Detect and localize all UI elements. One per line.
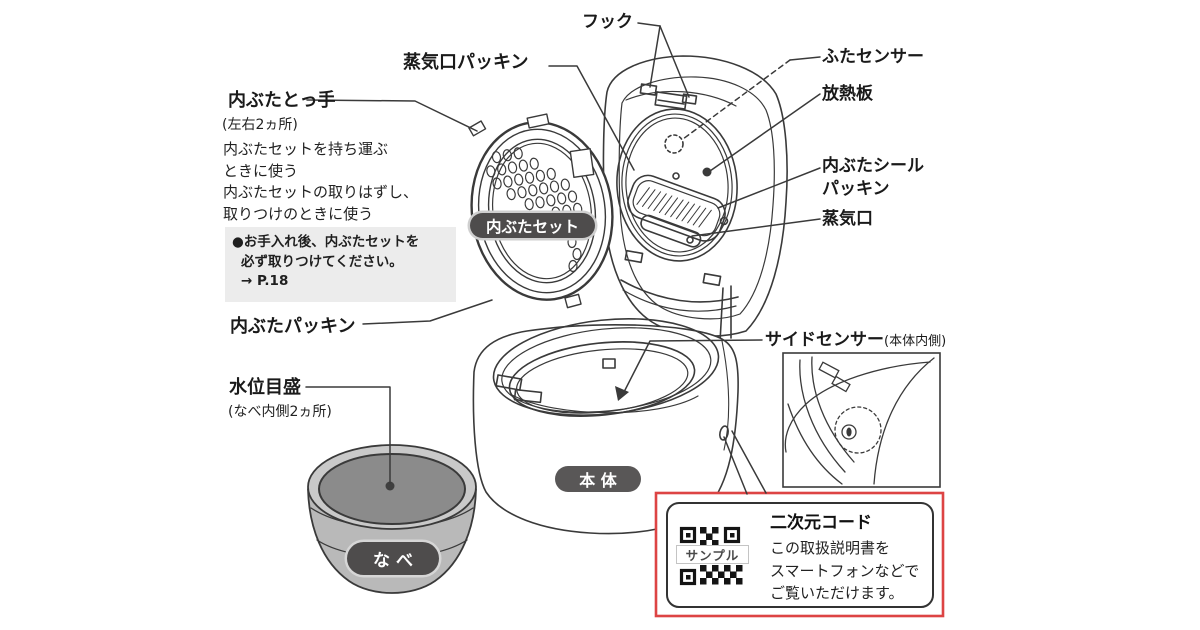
qr-sample-label: サンプル [676, 545, 749, 564]
label-inner-lid-handle-sub: (左右2ヵ所) [222, 117, 298, 133]
label-inner-lid-packing: 内ぶたパッキン [230, 316, 356, 337]
label-steam-vent-packing: 蒸気口パッキン [403, 52, 529, 73]
side-sensor-sub: (本体内側) [884, 334, 947, 349]
side-sensor-arrowhead [615, 386, 629, 401]
care-note-line1: ●お手入れ後、内ぶたセットを [232, 234, 420, 250]
inner-lid-set-drawing [468, 113, 614, 309]
label-water-level-scale-sub: (なべ内側2ヵ所) [228, 404, 332, 420]
side-sensor-mark [834, 406, 882, 454]
qr-title: 二次元コード [770, 513, 872, 533]
label-inner-lid-seal-packing: 内ぶたシール パッキン [822, 156, 924, 199]
water-level-dot [385, 481, 395, 491]
care-note-line2: 必ず取りつけてください。 [241, 253, 403, 270]
label-water-level-scale: 水位目盛 [229, 377, 301, 398]
badge-pot: な べ [347, 542, 439, 575]
qr-code-icon [679, 526, 743, 586]
badge-main-body: 本 体 [555, 466, 641, 492]
qr-description: この取扱説明書を スマートフォンなどで ご覧いただけます。 [770, 539, 920, 602]
label-lid-sensor: ふたセンサー [822, 47, 924, 67]
lid-sensor-mark [664, 134, 684, 154]
steam-holes [486, 147, 583, 219]
inner-lid-handle-description: 内ぶたセットを持ち運ぶ ときに使う 内ぶたセットの取りはずし、 取りつけのときに… [223, 140, 419, 223]
label-inner-lid-handle: 内ぶたとっ手 [228, 90, 336, 111]
care-note-box: ●お手入れ後、内ぶたセットを 必ず取りつけてください。 → P.18 [225, 227, 456, 302]
badge-inner-lid-set: 内ぶたセット [470, 213, 595, 238]
side-sensor-title: サイドセンサー [765, 330, 884, 350]
label-hook: フック [582, 12, 633, 32]
leader-lines [305, 22, 821, 495]
heat-plate-dot [702, 167, 712, 177]
main-body-drawing [472, 317, 739, 535]
label-side-sensor: サイドセンサー(本体内側) [765, 330, 946, 351]
qr-box-frames [654, 491, 945, 618]
side-sensor-inset [782, 352, 941, 488]
steam-vent-structure [627, 174, 726, 248]
hook-parts [639, 83, 698, 110]
code-location-mark [719, 425, 729, 441]
care-note-page-ref: → P.18 [241, 273, 289, 289]
label-heat-radiation-plate: 放熱板 [822, 84, 873, 104]
open-lid-drawing [602, 55, 788, 343]
label-steam-vent: 蒸気口 [822, 209, 873, 229]
